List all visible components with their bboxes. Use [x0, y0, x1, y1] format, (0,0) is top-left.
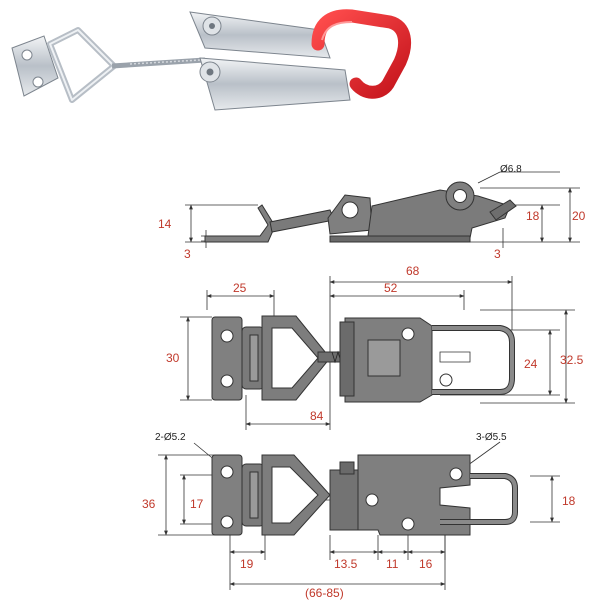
bottom-height-18: 18	[562, 494, 576, 508]
bottom-range-66-85: (66-85)	[305, 586, 344, 600]
top-view: 25 68 52 30 24 32.5 84	[166, 264, 584, 430]
product-photo	[11, 9, 412, 111]
bottom-width-11: 11	[386, 557, 399, 571]
top-width-52: 52	[384, 281, 398, 295]
bottom-width-16: 16	[419, 557, 433, 571]
side-height-14: 14	[158, 217, 172, 231]
side-height-3-left: 3	[184, 247, 191, 261]
side-hole-diameter: Ø6.8	[500, 164, 522, 175]
top-length-84: 84	[310, 409, 324, 423]
side-view: Ø6.8 14 3 18 20 3	[158, 164, 586, 261]
side-height-3-right: 3	[494, 247, 501, 261]
top-height-30: 30	[166, 351, 180, 365]
bottom-left-holes: 2-Ø5.2	[155, 432, 186, 443]
bottom-height-17: 17	[190, 497, 204, 511]
top-height-32-5: 32.5	[560, 353, 584, 367]
side-height-20: 20	[572, 209, 586, 223]
bottom-height-36: 36	[142, 497, 156, 511]
bottom-width-19: 19	[240, 557, 254, 571]
top-width-68: 68	[406, 264, 420, 278]
bottom-right-holes: 3-Ø5.5	[476, 432, 507, 443]
top-height-24: 24	[524, 357, 538, 371]
side-height-18: 18	[526, 209, 540, 223]
bottom-width-13-5: 13.5	[334, 557, 358, 571]
top-width-25: 25	[233, 281, 247, 295]
bottom-view: 2-Ø5.2 3-Ø5.5 36 17 18 19 13.5 11 16 (66…	[142, 432, 576, 600]
